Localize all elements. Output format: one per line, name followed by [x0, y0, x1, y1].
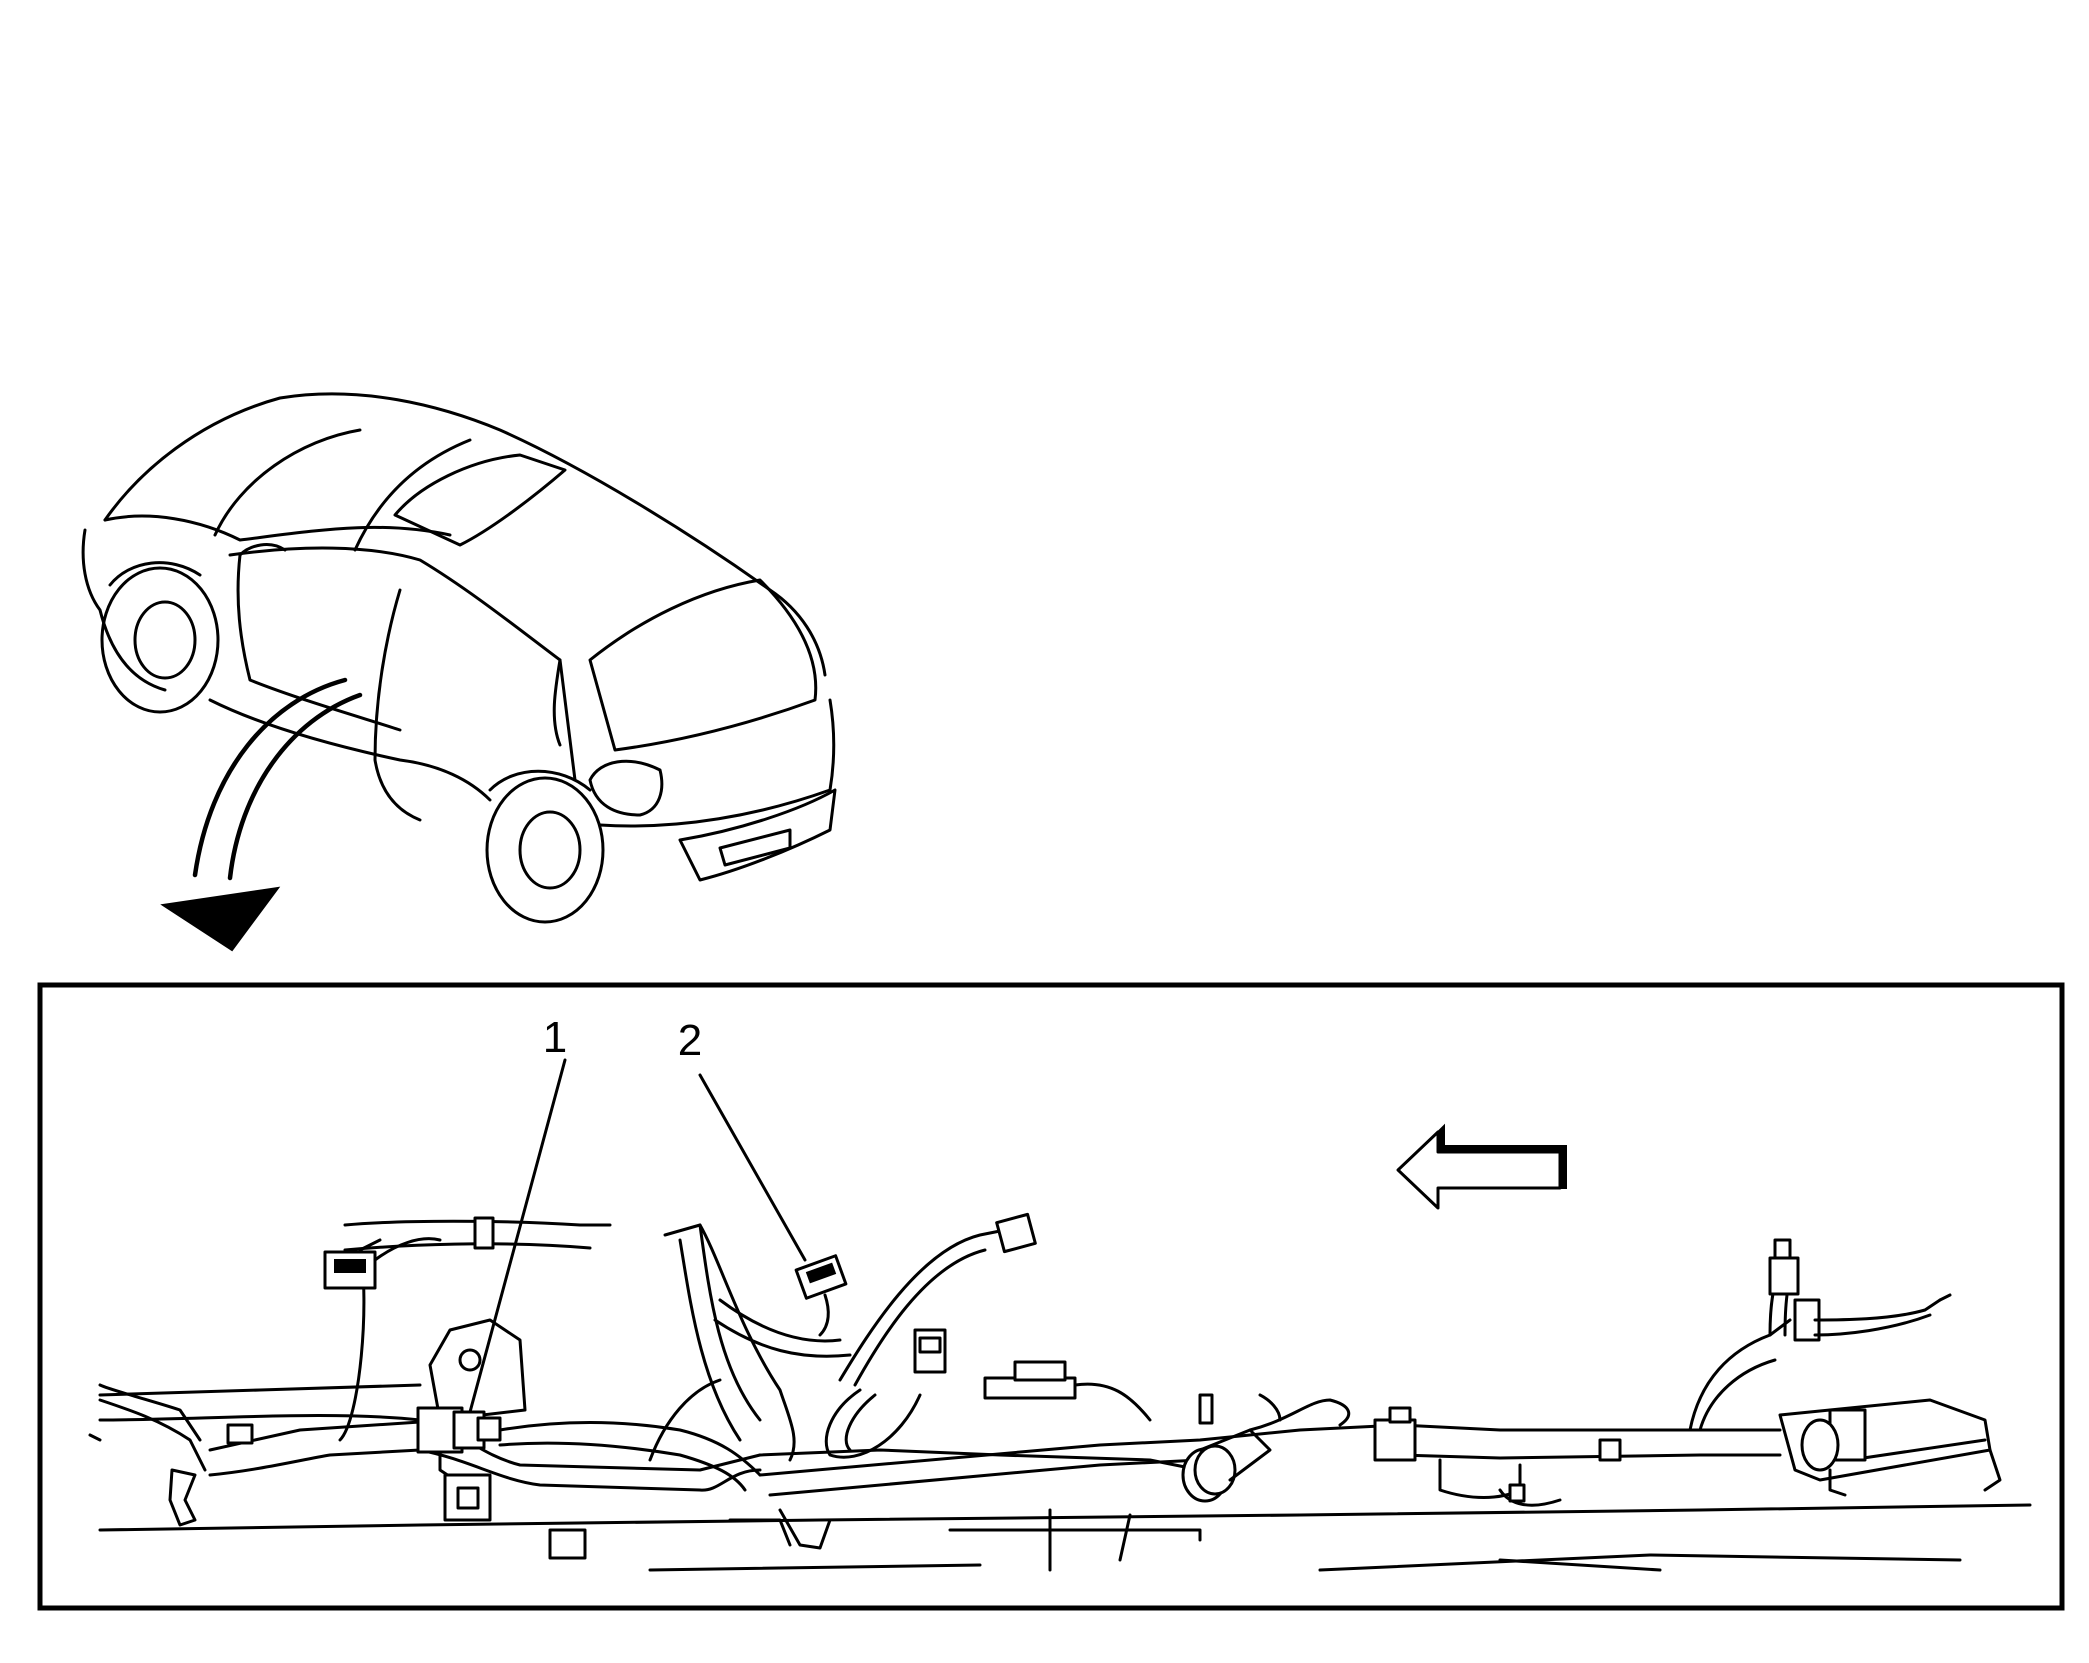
harness-detail: [88, 1212, 2032, 1572]
callout-2-leader: [698, 1073, 807, 1262]
view-direction-arrow-icon: [160, 677, 363, 952]
forward-direction-arrow-icon: [1396, 1123, 1567, 1210]
vehicle-locator-icon: [81, 392, 837, 924]
callout-1-label: 1: [543, 1013, 567, 1062]
callout-2-label: 2: [678, 1016, 702, 1065]
callout-1-leader: [468, 1058, 567, 1414]
detail-view-frame: [37, 982, 2065, 1611]
